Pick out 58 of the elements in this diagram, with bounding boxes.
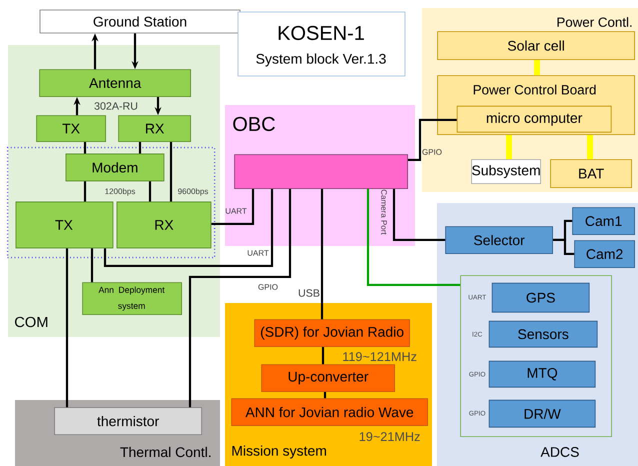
part-label: 302A-RU — [94, 102, 138, 110]
connector-line — [320, 189, 324, 320]
connector-line — [211, 189, 254, 226]
connector-line — [66, 248, 68, 408]
actuator-box: DR/W — [488, 400, 596, 428]
receiver-box: RX — [118, 115, 191, 142]
connector-line — [322, 347, 324, 364]
connector-line — [170, 142, 172, 202]
edge-label: UART — [248, 250, 269, 256]
edge-label: GPIO — [422, 149, 442, 155]
connector-line — [104, 189, 274, 268]
controller-box: TX — [16, 202, 114, 248]
connector-line — [553, 238, 574, 256]
camera-box: Cam1 — [572, 207, 635, 235]
battery-box: BAT — [550, 159, 632, 188]
dotted-group-frame — [6, 146, 216, 258]
controller-box: RX — [116, 202, 212, 248]
edge-label: USB — [298, 289, 320, 297]
connector-line — [84, 142, 86, 154]
connector-line — [188, 189, 292, 408]
edge-label: 1200bps — [105, 188, 136, 196]
selector-box: Selector — [445, 226, 553, 254]
power-line — [506, 135, 512, 160]
sensor-group-frame — [460, 275, 612, 437]
deployment-box: Ann Deployment system — [82, 282, 182, 315]
title-box: KOSEN-1 System block Ver.1.3 — [238, 12, 406, 76]
modem-box: Modem — [66, 154, 164, 182]
solar-cell-box: Solar cell — [437, 31, 635, 60]
connector-line — [148, 181, 152, 202]
edge-label: UART — [226, 208, 247, 214]
connector-line — [408, 118, 457, 162]
computer-module-box — [234, 154, 408, 189]
edge-label: GPIO — [258, 284, 278, 290]
connector-line — [324, 392, 326, 398]
frequency-label: 119~121MHz — [343, 352, 416, 362]
actuator-box: MTQ — [488, 360, 596, 388]
power-line — [534, 60, 540, 76]
connector-line — [90, 248, 94, 282]
connector-line — [84, 181, 86, 202]
connector-line — [366, 189, 460, 286]
connector-line — [138, 142, 142, 154]
transmitter-box: TX — [36, 115, 106, 142]
edge-label: Camera Port — [381, 190, 387, 235]
analyzer-box: ANN for Jovian radio Wave — [231, 398, 428, 426]
camera-box: Cam2 — [574, 240, 635, 268]
thermistor-box: thermistor — [54, 407, 202, 435]
sensors-box: Sensors — [488, 320, 598, 348]
ground-station-box: Ground Station — [40, 10, 240, 34]
receiver-box: (SDR) for Jovian Radio — [254, 319, 410, 347]
edge-label: 9600bps — [178, 188, 208, 196]
connector-line — [392, 189, 446, 242]
microcomputer-box: micro computer — [456, 106, 612, 133]
antenna-box: Antenna — [39, 69, 191, 97]
subsystem-box: Subsystem — [471, 159, 541, 184]
power-line — [587, 135, 593, 160]
converter-box: Up-converter — [261, 364, 395, 392]
frequency-label: 19~21MHz — [360, 432, 420, 442]
gps-box: GPS — [492, 282, 590, 313]
